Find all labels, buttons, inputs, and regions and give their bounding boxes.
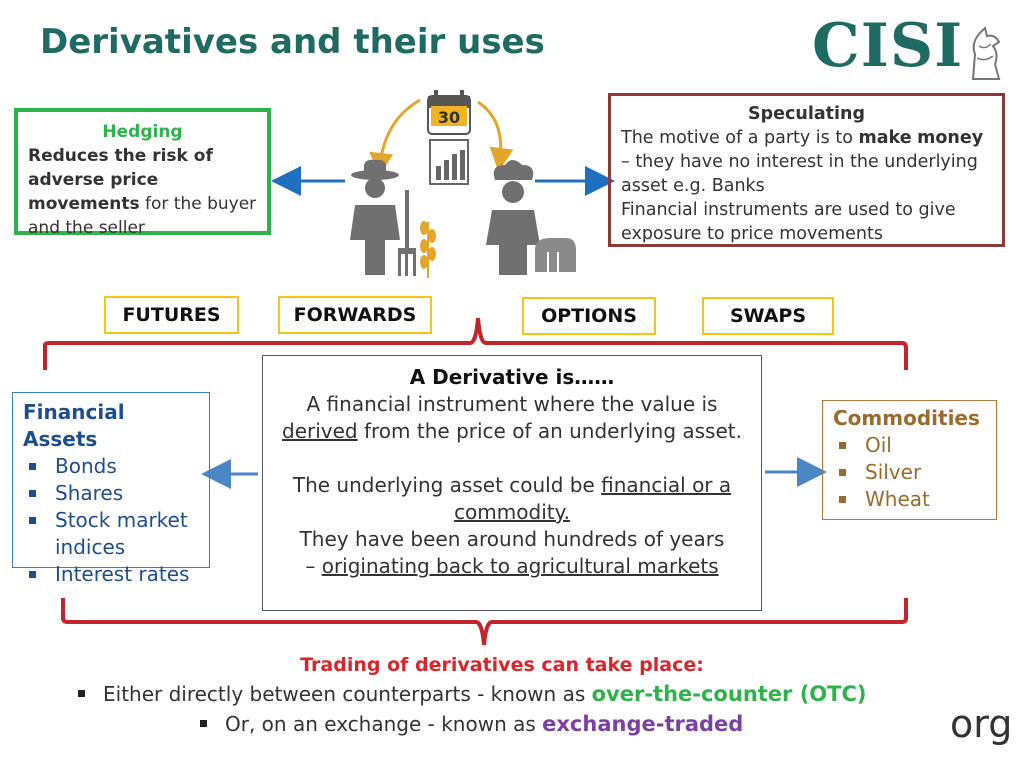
list-item: Shares (23, 480, 199, 507)
list-item: Stock market indices (23, 507, 199, 561)
list-item: Oil (833, 432, 986, 459)
speculating-bold1: make (858, 128, 912, 148)
definition-line5: – originating back to agricultural marke… (269, 553, 755, 580)
calendar-icon: 30 (427, 90, 471, 135)
bullet-icon (78, 690, 85, 697)
hedging-title: Hedging (102, 122, 183, 142)
commodities-list: Oil Silver Wheat (833, 432, 986, 513)
bread-icon (535, 238, 576, 272)
trading-title: Trading of derivatives can take place: (300, 654, 704, 676)
definition-line1: A financial instrument where the value i… (306, 392, 718, 416)
exchange-highlight: exchange-traded (542, 712, 744, 736)
speculating-box: Speculating The motive of a party is to … (608, 93, 1005, 247)
calendar-number: 30 (438, 108, 460, 127)
trading-line-otc: Either directly between counterparts - k… (78, 682, 867, 706)
speculating-bold2: money (917, 128, 984, 148)
trading-line1-text: Either directly between counterparts - k… (103, 682, 592, 706)
definition-line2: derived from the price of an underlying … (269, 418, 755, 445)
tag-swaps: SWAPS (702, 297, 834, 335)
tag-futures: FUTURES (104, 296, 239, 334)
hedging-box: Hedging Reduces the risk of adverse pric… (14, 108, 271, 238)
speculating-text: The motive of a party is to make money –… (621, 126, 992, 198)
farmer-icon (350, 160, 416, 276)
definition-line4: They have been around hundreds of years (299, 527, 725, 551)
financial-assets-list: Bonds Shares Stock market indices Intere… (23, 453, 199, 588)
definition-line2-text: from the price of an underlying asset. (357, 419, 742, 443)
tag-forwards: FORWARDS (278, 296, 432, 334)
cycle-arrow-left (369, 98, 421, 177)
hedging-bold: Reduces the risk of adverse price moveme… (28, 146, 213, 214)
speculating-text3: Financial instruments are used to give e… (621, 200, 956, 244)
derived-word: derived (282, 419, 358, 443)
tag-options: OPTIONS (522, 297, 656, 335)
footer-org: org (950, 702, 1013, 746)
definition-box: A Derivative is…… A financial instrument… (262, 355, 762, 611)
wheat-icon (420, 221, 436, 278)
commodities-title: Commodities (833, 406, 980, 430)
cycle-arrow-right (477, 100, 514, 172)
commodities-box: Commodities Oil Silver Wheat (822, 400, 997, 520)
financial-assets-title: Financial Assets (23, 400, 125, 451)
list-item: Bonds (23, 453, 199, 480)
trading-line-exchange: Or, on an exchange - known as exchange-t… (200, 712, 743, 736)
cisi-logo: CISI (812, 11, 964, 81)
bottom-brace (61, 598, 908, 646)
page-title: Derivatives and their uses (40, 22, 545, 62)
list-item: Silver (833, 459, 986, 486)
list-item: Interest rates (23, 561, 199, 588)
otc-highlight: over-the-counter (OTC) (591, 682, 867, 706)
financial-assets-box: Financial Assets Bonds Shares Stock mark… (12, 392, 210, 586)
definition-line3-text: The underlying asset could be (292, 473, 602, 497)
griffin-icon (971, 26, 1001, 80)
list-item: Wheat (833, 486, 986, 513)
bar-chart-icon (429, 139, 469, 185)
bullet-icon (200, 720, 207, 727)
hedging-rest: for the buyer and the seller (28, 194, 257, 238)
speculating-text1: The motive of a party is to (621, 128, 859, 148)
definition-dash: – (305, 554, 322, 578)
speculating-text2: – they have no interest in the underlyin… (621, 152, 978, 196)
hedging-text: Reduces the risk of adverse price moveme… (28, 144, 257, 240)
top-brace (43, 317, 908, 370)
trading-line2-text: Or, on an exchange - known as (225, 712, 543, 736)
definition-line3: The underlying asset could be financial … (269, 472, 755, 526)
definition-origin: originating back to agricultural markets (321, 554, 719, 578)
speculating-title: Speculating (748, 104, 865, 124)
definition-heading: A Derivative is…… (409, 365, 615, 389)
baker-icon (486, 160, 540, 275)
financial-or-commodity: financial or a commodity. (454, 473, 732, 524)
